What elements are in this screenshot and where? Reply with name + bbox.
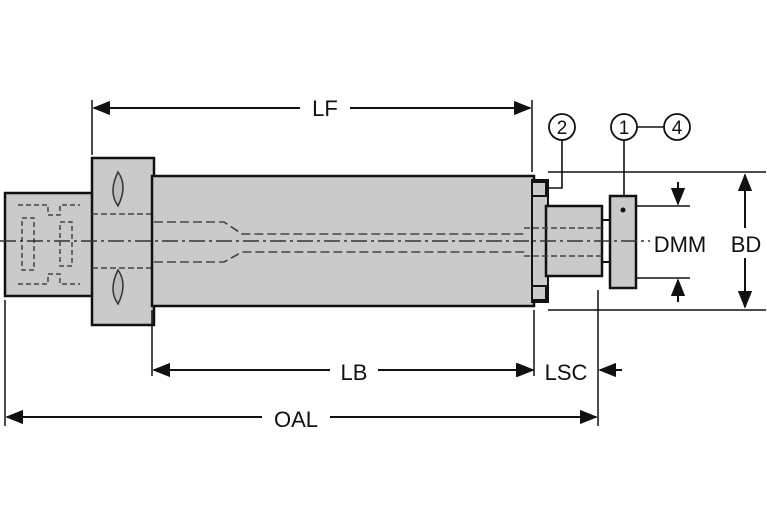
shank xyxy=(3,191,97,298)
callout-part-2: 2 xyxy=(546,113,576,189)
tool-body xyxy=(0,156,650,327)
callout-part-1-4: 1 4 xyxy=(610,113,691,196)
dmm-label: DMM xyxy=(654,232,707,257)
callout-1-label: 1 xyxy=(619,118,630,139)
callout-4-label: 4 xyxy=(672,118,683,139)
bd-label: BD xyxy=(731,232,762,257)
coolant-bore xyxy=(154,221,526,263)
callout-2-label: 2 xyxy=(557,118,568,139)
flange-groove-top xyxy=(112,170,124,208)
lb-label: LB xyxy=(341,360,368,385)
lsc-label: LSC xyxy=(545,360,588,385)
lf-label: LF xyxy=(312,96,338,121)
oal-label: OAL xyxy=(274,407,318,432)
drive-key-top xyxy=(531,181,547,197)
drive-key-bottom xyxy=(531,285,547,301)
extension-lines xyxy=(4,100,766,426)
flange-groove-bottom xyxy=(112,268,124,306)
